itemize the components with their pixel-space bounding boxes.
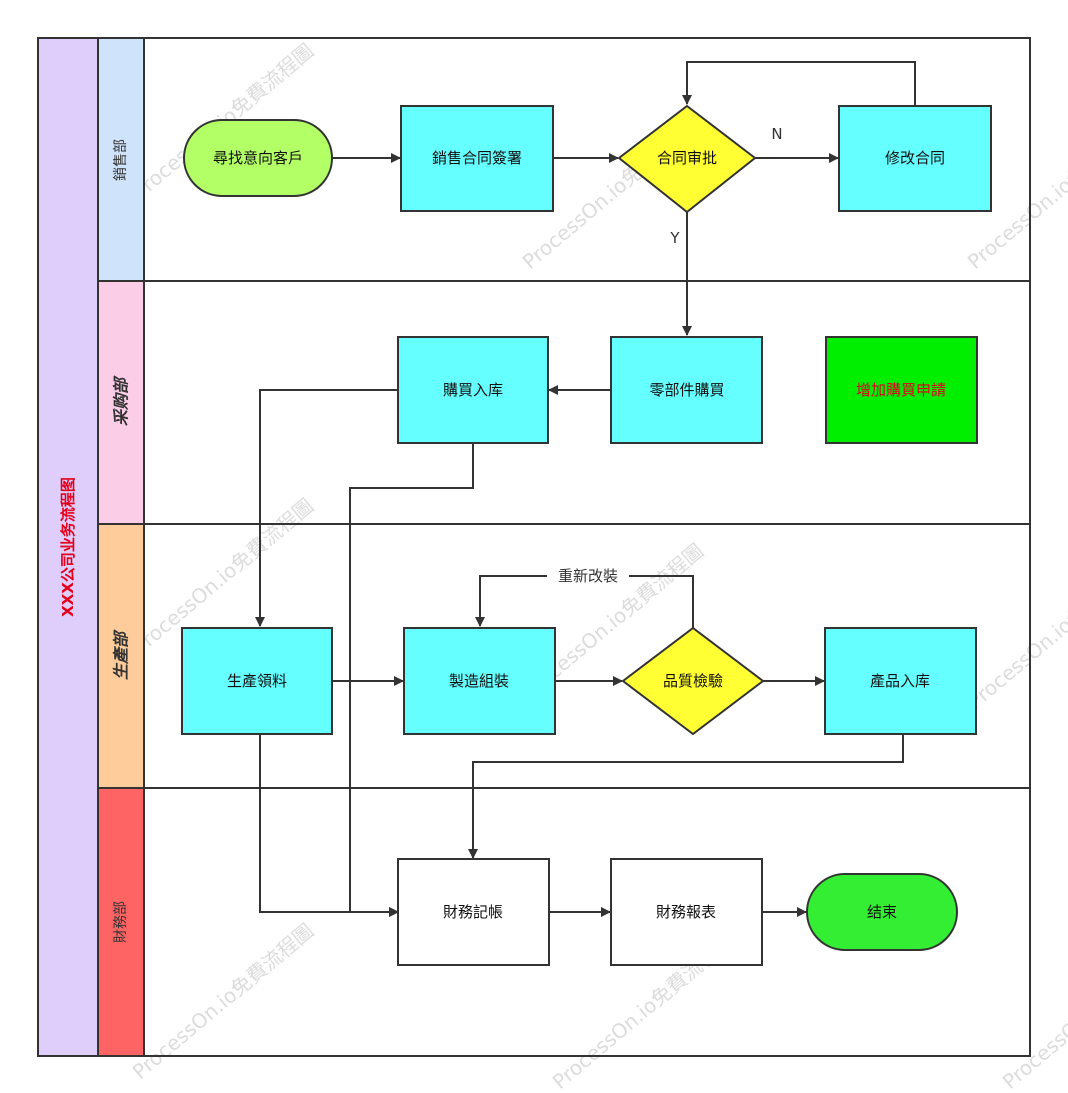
node-end[interactable] <box>806 873 958 951</box>
node-bookkeeping-label: 財務記帳 <box>443 903 503 921</box>
edge-stock-to-material <box>255 389 398 627</box>
node-purchase-stock[interactable] <box>397 336 549 444</box>
lane-body-finance <box>143 787 1031 1057</box>
node-contract-sign[interactable] <box>400 105 554 212</box>
lane-label-finance: 財務部 <box>113 901 129 943</box>
node-financial-report[interactable] <box>610 858 763 966</box>
node-parts-purchase-label: 零部件購買 <box>649 381 724 399</box>
edge-label-reassemble: 重新改裝 <box>558 567 618 585</box>
node-find-customer-label: 尋找意向客戶 <box>213 149 303 167</box>
node-quality-inspection-label: 品質檢驗 <box>663 672 723 690</box>
node-add-purchase-request-label: 增加購買申請 <box>856 381 946 399</box>
node-assembly[interactable] <box>403 627 556 735</box>
node-modify-contract[interactable] <box>838 105 992 212</box>
node-parts-purchase[interactable] <box>610 336 763 444</box>
watermark: ProcessOn.io免費流程圖 <box>128 919 318 1084</box>
node-production-material[interactable] <box>181 627 333 735</box>
node-product-stock-label: 產品入库 <box>870 672 930 690</box>
watermark: ProcessOn.io免費流程圖 <box>998 929 1068 1093</box>
lane-label-production: 生產部 <box>112 629 131 680</box>
connector-layer <box>255 61 916 917</box>
node-modify-contract-label: 修改合同 <box>885 149 945 167</box>
node-production-material-label: 生產領料 <box>227 672 287 690</box>
node-purchase-stock-label: 購買入库 <box>443 381 503 399</box>
edge-modify-to-review <box>682 61 916 106</box>
watermark: ProcessOn.io免費流程圖 <box>963 549 1068 714</box>
node-quality-inspection[interactable] <box>621 626 765 736</box>
node-contract-review-label: 合同审批 <box>657 149 717 167</box>
lane-header-production <box>97 523 145 789</box>
node-bookkeeping[interactable] <box>397 858 550 966</box>
lane-label-purchase: 采购部 <box>112 375 131 426</box>
lane-label-sales: 銷售部 <box>113 139 129 181</box>
node-financial-report-label: 財務報表 <box>656 903 716 921</box>
lane-header-purchase <box>97 280 145 525</box>
diagram-title: XXX公司业务流程图 <box>59 477 77 617</box>
node-contract-review[interactable] <box>617 104 757 214</box>
node-product-stock[interactable] <box>824 627 977 735</box>
node-find-customer[interactable] <box>183 119 333 197</box>
edge-label-yes: Y <box>669 229 680 247</box>
node-end-label: 结束 <box>867 903 897 921</box>
edge-label-reassemble-bg <box>547 566 629 586</box>
edge-product-to-bookkeeping <box>468 735 904 859</box>
lane-header-finance <box>97 787 145 1057</box>
node-contract-sign-label: 銷售合同簽署 <box>432 149 522 167</box>
node-add-purchase-request[interactable] <box>825 336 978 444</box>
edge-material-to-bookkeeping <box>259 735 399 917</box>
edge-label-no: N <box>771 125 782 143</box>
node-assembly-label: 製造組裝 <box>449 672 509 690</box>
